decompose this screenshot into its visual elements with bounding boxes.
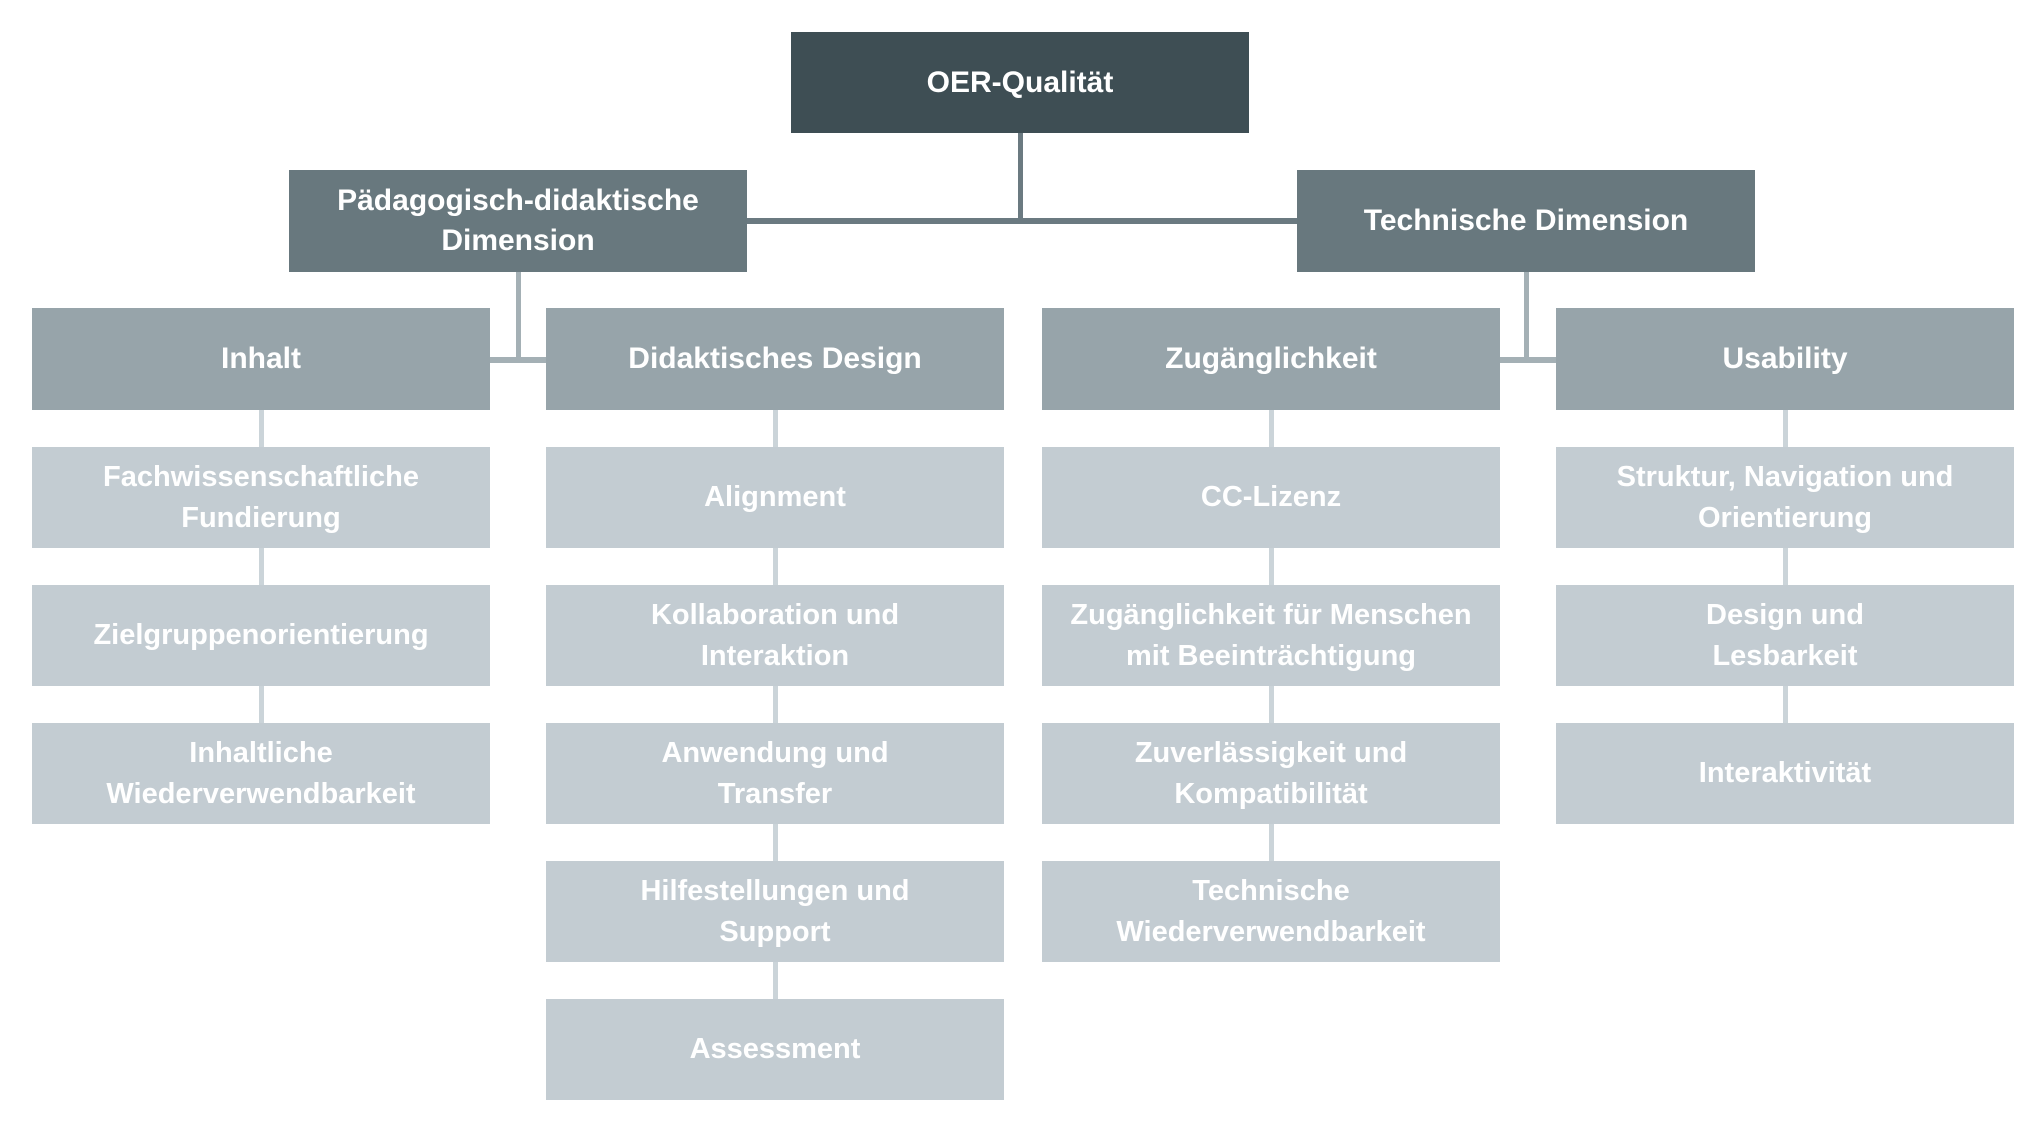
org-node-criterion: Assessment: [546, 999, 1004, 1100]
connector-child-vertical: [1268, 824, 1274, 861]
connector-child-vertical: [772, 410, 778, 447]
connector-dimensions-horizontal: [747, 218, 1297, 224]
org-node-criterion: Design und Lesbarkeit: [1556, 585, 2014, 686]
org-node-dimension: Technische Dimension: [1297, 170, 1755, 272]
org-node-criterion: Struktur, Navigation und Orientierung: [1556, 447, 2014, 548]
connector-column-stub: [490, 357, 546, 363]
org-node-criterion: Technische Wiederverwendbarkeit: [1042, 861, 1500, 962]
connector-column-stub: [1500, 357, 1556, 363]
connector-child-vertical: [1782, 548, 1788, 585]
connector-child-vertical: [258, 548, 264, 585]
org-node-criterion: Zielgruppenorientierung: [32, 585, 490, 686]
org-node-criterion: Hilfestellungen und Support: [546, 861, 1004, 962]
org-node-category: Didaktisches Design: [546, 308, 1004, 410]
org-node-criterion: Interaktivität: [1556, 723, 2014, 824]
org-node-criterion: Kollaboration und Interaktion: [546, 585, 1004, 686]
connector-child-vertical: [1782, 410, 1788, 447]
org-node-criterion: Anwendung und Transfer: [546, 723, 1004, 824]
connector-child-vertical: [772, 962, 778, 999]
org-node-category: Inhalt: [32, 308, 490, 410]
connector-child-vertical: [772, 824, 778, 861]
connector-child-vertical: [772, 548, 778, 585]
org-node-criterion: Zugänglichkeit für Menschen mit Beeinträ…: [1042, 585, 1500, 686]
connector-child-vertical: [772, 686, 778, 723]
org-node-criterion: Inhaltliche Wiederverwendbarkeit: [32, 723, 490, 824]
connector-child-vertical: [1268, 548, 1274, 585]
connector-root-vertical: [1017, 133, 1023, 224]
connector-child-vertical: [258, 686, 264, 723]
org-node-category: Usability: [1556, 308, 2014, 410]
org-node-root: OER-Qualität: [791, 32, 1249, 133]
org-node-criterion: Alignment: [546, 447, 1004, 548]
org-node-criterion: Fachwissenschaftliche Fundierung: [32, 447, 490, 548]
connector-dimension-vertical: [515, 272, 521, 363]
connector-child-vertical: [258, 410, 264, 447]
connector-child-vertical: [1268, 686, 1274, 723]
org-node-criterion: CC-Lizenz: [1042, 447, 1500, 548]
org-node-criterion: Zuverlässigkeit und Kompatibilität: [1042, 723, 1500, 824]
org-node-category: Zugänglichkeit: [1042, 308, 1500, 410]
connector-dimension-vertical: [1523, 272, 1529, 363]
connector-child-vertical: [1268, 410, 1274, 447]
org-node-dimension: Pädagogisch-didaktische Dimension: [289, 170, 747, 272]
connector-child-vertical: [1782, 686, 1788, 723]
